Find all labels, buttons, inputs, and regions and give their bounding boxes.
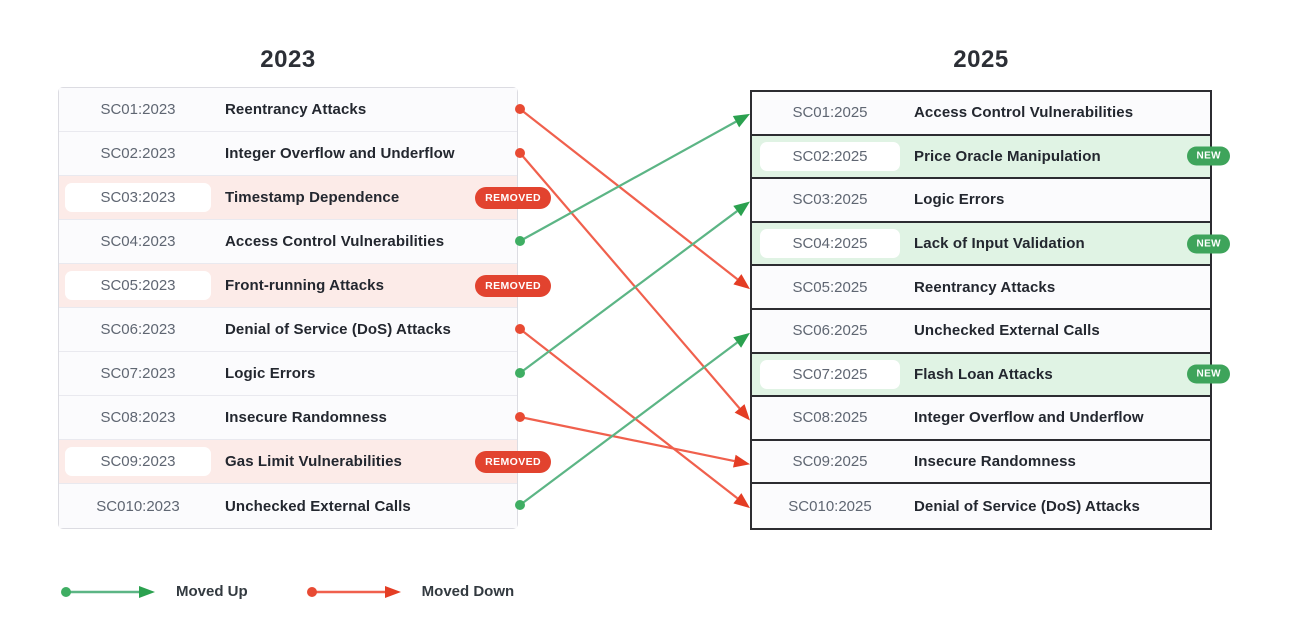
table-row: SC09:2025 Insecure Randomness [752, 440, 1210, 485]
row-name: Unchecked External Calls [914, 322, 1100, 340]
row-name: Flash Loan Attacks [914, 365, 1053, 383]
row-name: Price Oracle Manipulation [914, 147, 1101, 165]
row-name: Integer Overflow and Underflow [225, 145, 455, 162]
removed-badge: REMOVED [475, 450, 551, 473]
row-code: SC010:2025 [788, 497, 872, 515]
moved-up-arrow [519, 210, 738, 374]
legend-moved-down: Moved Down [304, 583, 515, 600]
table-row: SC02:2023 Integer Overflow and Underflow [59, 132, 517, 176]
table-row: SC010:2023 Unchecked External Calls [59, 484, 517, 528]
row-code: SC02:2023 [100, 145, 176, 162]
arrow-head [733, 274, 750, 290]
row-code: SC08:2025 [792, 409, 868, 427]
table-row: SC07:2025 Flash Loan Attacks NEW [752, 353, 1230, 398]
table-row: SC05:2025 Reentrancy Attacks [752, 266, 1210, 310]
arrow-head [732, 113, 750, 128]
row-code: SC02:2025 [760, 141, 900, 171]
arrow-head [733, 493, 750, 509]
row-code: SC07:2025 [760, 359, 900, 389]
legend: Moved Up Moved Down [58, 583, 514, 600]
row-code: SC08:2023 [100, 409, 176, 426]
moved-down-arrow [519, 328, 739, 500]
row-name: Reentrancy Attacks [225, 101, 367, 118]
moved-up-arrow [519, 120, 737, 242]
row-name: Logic Errors [914, 191, 1005, 209]
removed-badge: REMOVED [475, 186, 551, 209]
row-code: SC04:2023 [100, 233, 176, 250]
row-name: Insecure Randomness [225, 409, 387, 426]
table-row: SC06:2023 Denial of Service (DoS) Attacks [59, 308, 517, 352]
row-name: Logic Errors [225, 365, 316, 382]
legend-moved-down-label: Moved Down [421, 583, 515, 600]
legend-moved-up-label: Moved Up [176, 583, 248, 600]
table-row: SC04:2025 Lack of Input Validation NEW [752, 222, 1230, 267]
moved-down-arrow-icon [306, 585, 401, 598]
left-table-title: 2023 [260, 46, 316, 73]
moved-down-arrow [519, 152, 741, 410]
row-code: SC09:2025 [792, 453, 868, 471]
row-name: Access Control Vulnerabilities [225, 233, 445, 250]
table-row: SC02:2025 Price Oracle Manipulation NEW [752, 135, 1230, 180]
row-name: Unchecked External Calls [225, 497, 411, 515]
moved-down-arrow [519, 415, 735, 463]
row-code: SC03:2023 [65, 183, 211, 212]
row-name: Access Control Vulnerabilities [914, 104, 1134, 122]
row-name: Gas Limit Vulnerabilities [225, 453, 402, 470]
new-badge: NEW [1187, 146, 1230, 166]
arrow-head [733, 454, 750, 468]
row-code: SC09:2023 [65, 447, 211, 476]
row-code: SC05:2023 [65, 271, 211, 300]
arrow-head [733, 332, 750, 348]
row-code: SC07:2023 [100, 365, 176, 382]
table-row: SC05:2023 Front-running Attacks REMOVED [59, 264, 551, 308]
row-name: Integer Overflow and Underflow [914, 409, 1144, 427]
right-table-title: 2025 [953, 46, 1009, 73]
table-row: SC06:2025 Unchecked External Calls [752, 309, 1210, 354]
table-row: SC01:2025 Access Control Vulnerabilities [752, 92, 1210, 136]
row-code: SC01:2025 [792, 104, 868, 122]
legend-moved-up: Moved Up [58, 583, 248, 600]
row-name: Insecure Randomness [914, 453, 1076, 471]
table-row: SC07:2023 Logic Errors [59, 352, 517, 396]
moved-up-arrow [519, 341, 738, 506]
table-row: SC03:2023 Timestamp Dependence REMOVED [59, 176, 551, 220]
row-name: Denial of Service (DoS) Attacks [225, 321, 451, 338]
table-row: SC08:2023 Insecure Randomness [59, 396, 517, 440]
row-code: SC010:2023 [96, 497, 180, 515]
table-row: SC010:2025 Denial of Service (DoS) Attack… [752, 484, 1210, 528]
arrow-head [734, 404, 750, 421]
row-name: Lack of Input Validation [914, 235, 1085, 253]
row-name: Front-running Attacks [225, 277, 385, 294]
row-code: SC06:2023 [100, 321, 176, 338]
table-row: SC01:2023 Reentrancy Attacks [59, 88, 517, 132]
row-code: SC04:2025 [760, 229, 900, 259]
row-name: Denial of Service (DoS) Attacks [914, 497, 1140, 515]
arrow-head [733, 201, 750, 217]
row-code: SC05:2025 [792, 278, 868, 296]
row-name: Reentrancy Attacks [914, 278, 1056, 296]
table-row: SC03:2025 Logic Errors [752, 179, 1210, 223]
new-badge: NEW [1187, 364, 1230, 384]
table-row: SC08:2025 Integer Overflow and Underflow [752, 397, 1210, 441]
table-row: SC09:2023 Gas Limit Vulnerabilities REMOVE… [59, 440, 551, 484]
removed-badge: REMOVED [475, 274, 551, 297]
row-name: Timestamp Dependence [225, 189, 400, 206]
row-code: SC01:2023 [100, 101, 176, 118]
moved-down-arrow [519, 108, 739, 281]
row-code: SC06:2025 [792, 322, 868, 340]
row-code: SC03:2025 [792, 191, 868, 209]
moved-up-arrow-icon [61, 585, 155, 598]
table-row: SC04:2023 Access Control Vulnerabilities [59, 220, 517, 264]
new-badge: NEW [1187, 234, 1230, 254]
